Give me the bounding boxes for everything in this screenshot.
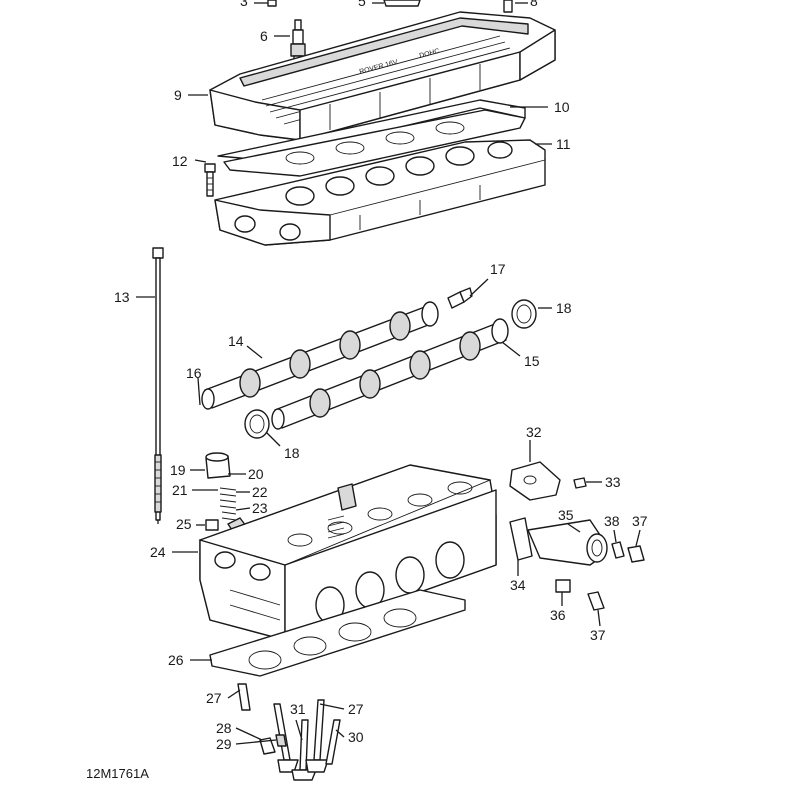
leader-lines — [136, 35, 641, 745]
callout-31: 31 — [290, 701, 306, 717]
callout-27-left: 27 — [206, 690, 222, 706]
callout-6: 6 — [260, 28, 268, 44]
sensor-plug — [447, 287, 473, 309]
callout-21: 21 — [172, 482, 188, 498]
callout-24: 24 — [150, 544, 166, 560]
callout-labels: 3 5 8 6 9 10 11 12 13 14 16 17 18 15 18 … — [86, 0, 648, 781]
head-gasket — [209, 589, 466, 677]
callout-38: 38 — [604, 513, 620, 529]
water-outlet-housing — [509, 517, 608, 566]
callout-33: 33 — [605, 474, 621, 490]
callout-26: 26 — [168, 652, 184, 668]
head-bolt — [152, 247, 164, 521]
callout-9: 9 — [174, 87, 182, 103]
callout-23: 23 — [252, 500, 268, 516]
temperature-sensor — [555, 541, 645, 611]
callout-16: 16 — [186, 365, 202, 381]
callout-25: 25 — [176, 516, 192, 532]
camshaft-exhaust — [271, 318, 509, 430]
callout-13: 13 — [114, 289, 130, 305]
bracket — [509, 445, 561, 501]
callout-18-top: 18 — [556, 300, 572, 316]
callout-20: 20 — [248, 466, 264, 482]
camshaft-inlet — [201, 301, 439, 410]
callout-5: 5 — [358, 0, 366, 9]
callout-8: 8 — [530, 0, 538, 9]
callout-19: 19 — [170, 462, 186, 478]
callout-22: 22 — [252, 484, 268, 500]
cam-carrier — [214, 139, 546, 246]
callout-37-right: 37 — [632, 513, 648, 529]
callout-17: 17 — [490, 261, 506, 277]
callout-37-bottom: 37 — [590, 627, 606, 643]
callout-32: 32 — [526, 424, 542, 440]
callout-28: 28 — [216, 720, 232, 736]
callout-15: 15 — [524, 353, 540, 369]
callout-34: 34 — [510, 577, 526, 593]
carrier-bolt — [204, 163, 216, 197]
cam-cover: ROVER 16V DOHC — [209, 11, 556, 141]
callout-11: 11 — [556, 136, 571, 152]
callout-14: 14 — [228, 333, 244, 349]
callout-36: 36 — [550, 607, 566, 623]
callout-29: 29 — [216, 736, 232, 752]
callout-3: 3 — [240, 0, 248, 9]
cylinder-head — [198, 464, 497, 641]
callout-35: 35 — [558, 507, 574, 523]
screw — [573, 477, 587, 489]
callout-30: 30 — [348, 729, 364, 745]
callout-27-right: 27 — [348, 701, 364, 717]
callout-12: 12 — [172, 153, 188, 169]
oil-seal — [244, 299, 537, 439]
callout-10: 10 — [554, 99, 570, 115]
figure-code: 12M1761A — [86, 766, 149, 781]
cover-gasket — [217, 99, 526, 177]
top-partial-parts — [254, 0, 528, 13]
valves — [237, 683, 341, 781]
tappet — [205, 452, 231, 479]
callout-18-bottom: 18 — [284, 445, 300, 461]
small-fitting — [205, 519, 219, 531]
